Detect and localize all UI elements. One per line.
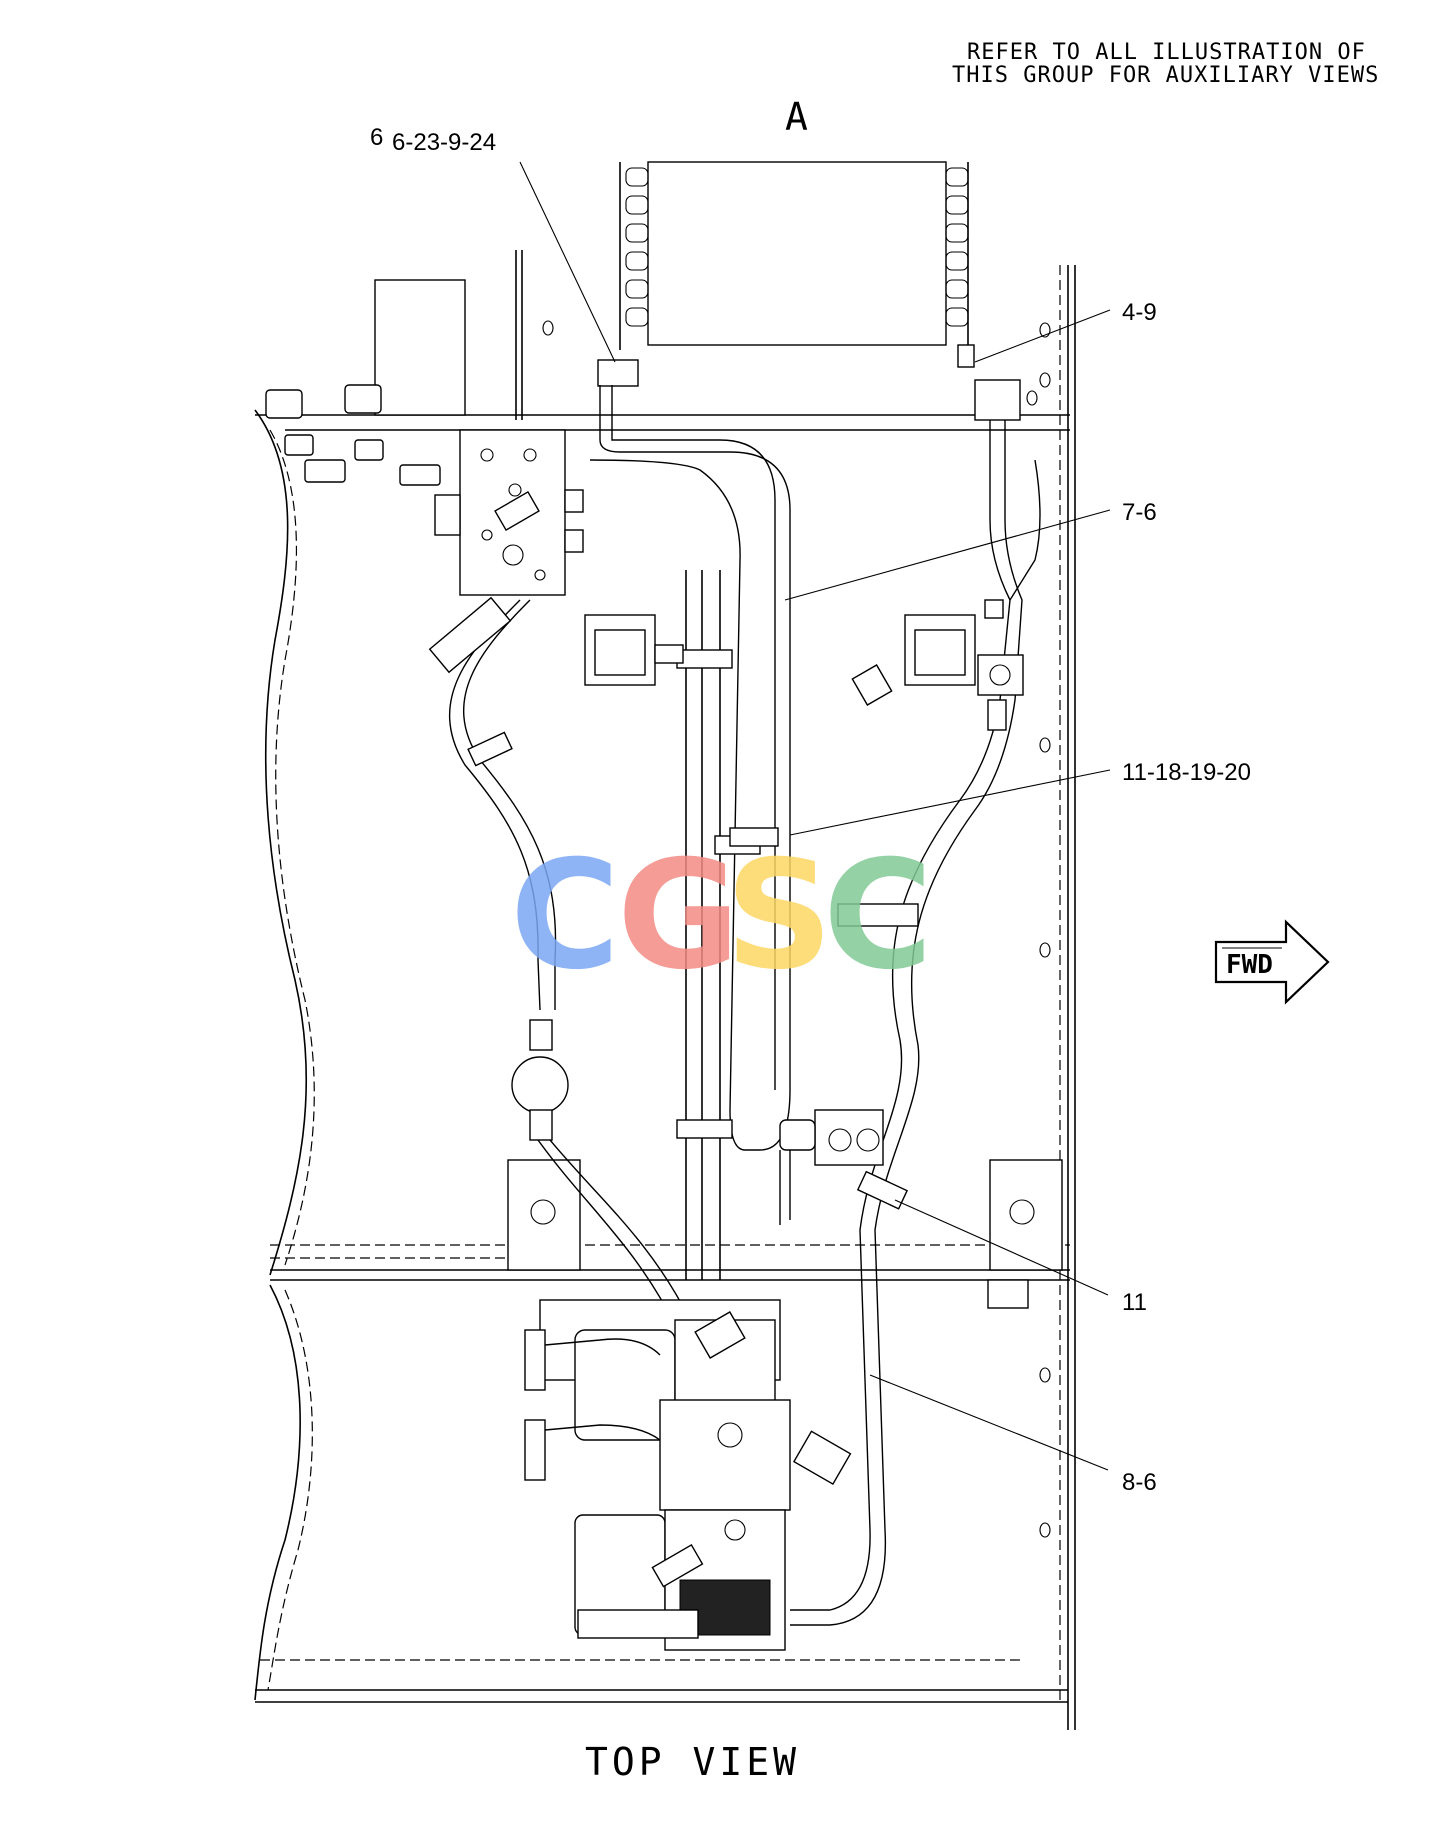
callout-11: 11 (1122, 1289, 1147, 1316)
fwd-label: FWD (1226, 950, 1273, 980)
hose-lines (428, 385, 1041, 1626)
watermark-letter-2: G (617, 829, 740, 1003)
view-title: TOP VIEW (585, 1740, 800, 1784)
callout-7-6: 7-6 (1122, 499, 1157, 526)
view-marker: A (785, 95, 808, 139)
leader-lines (519, 161, 1111, 1471)
note-line-1: REFER TO ALL ILLUSTRATION OF (967, 40, 1366, 65)
callout-6-prefix: 6 (370, 124, 383, 151)
note-line-2: THIS GROUP FOR AUXILIARY VIEWS (952, 63, 1379, 88)
forward-arrow-icon (1214, 919, 1330, 1005)
cgsc-watermark: C G S C (510, 829, 933, 1003)
watermark-letter-1: C (510, 829, 620, 1003)
chassis-frame (254, 250, 1076, 1730)
watermark-letter-3: S (725, 829, 833, 1003)
watermark-letter-4: C (823, 829, 933, 1003)
valve-block (265, 384, 584, 596)
callout-6-23-9-24: 6-23-9-24 (392, 129, 496, 156)
callout-11-18-19-20: 11-18-19-20 (1122, 759, 1251, 786)
callout-4-9: 4-9 (1122, 299, 1157, 326)
pump-assembly (524, 1299, 852, 1651)
oil-cooler (597, 161, 1021, 421)
callout-8-6: 8-6 (1122, 1469, 1157, 1496)
